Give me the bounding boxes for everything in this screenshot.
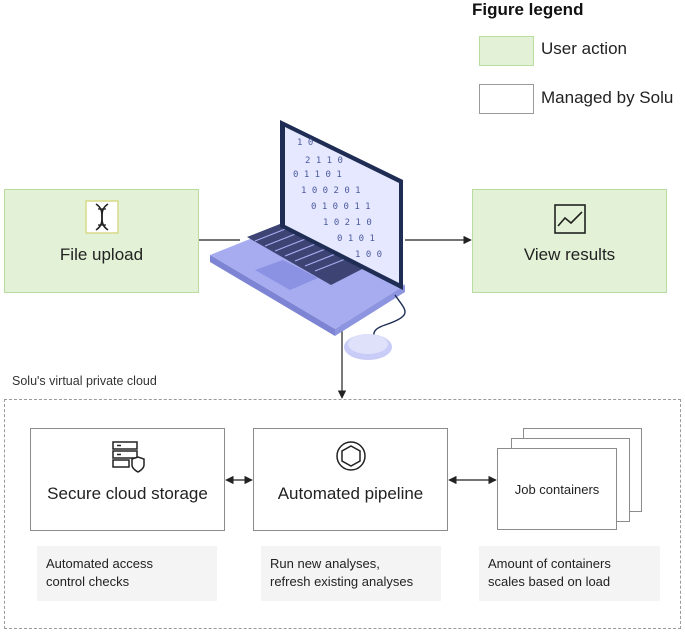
svg-text:1 0 0 2 0 1: 1 0 0 2 0 1 <box>301 186 361 196</box>
pipeline-box: Automated pipeline <box>253 428 448 531</box>
pipeline-icon <box>336 441 366 471</box>
svg-text:0 1 0 1: 0 1 0 1 <box>337 234 375 244</box>
storage-note-line-2: control checks <box>46 574 130 589</box>
storage-label: Secure cloud storage <box>47 483 208 503</box>
laptop-icon: 1 0 2 1 1 0 0 1 1 0 1 1 0 0 2 0 1 0 1 0 … <box>210 120 406 360</box>
view-results-label: View results <box>523 245 616 264</box>
legend-label-user-action: User action <box>541 39 627 58</box>
containers-box: Job containers <box>497 448 617 530</box>
server-shield-icon <box>112 441 145 473</box>
svg-text:0 1 1 0 1: 0 1 1 0 1 <box>293 170 342 180</box>
pipeline-label: Automated pipeline <box>277 483 424 503</box>
containers-note-line-2: scales based on load <box>488 574 611 589</box>
vpc-label: Solu's virtual private cloud <box>12 374 157 388</box>
legend-title: Figure legend <box>472 0 584 19</box>
vpc-boundary <box>4 399 681 629</box>
file-upload-label: File upload <box>59 245 144 264</box>
containers-label: Job containers <box>514 481 600 497</box>
svg-text:0 1 0 0 1 1: 0 1 0 0 1 1 <box>311 202 371 212</box>
legend-swatch-user-action <box>479 36 534 66</box>
view-results-box: View results <box>472 189 667 293</box>
storage-note-line-1: Automated access <box>46 556 153 571</box>
dna-icon <box>85 200 119 234</box>
storage-note: Automated access control checks <box>37 546 217 601</box>
containers-note: Amount of containers scales based on loa… <box>479 546 660 601</box>
containers-note-line-1: Amount of containers <box>488 556 611 571</box>
svg-text:1 0 2 1 0: 1 0 2 1 0 <box>323 218 372 228</box>
svg-text:1 0: 1 0 <box>297 138 313 148</box>
svg-text:2 1 1 0: 2 1 1 0 <box>305 156 343 166</box>
pipeline-note: Run new analyses, refresh existing analy… <box>261 546 441 601</box>
legend-swatch-managed <box>479 84 534 114</box>
pipeline-note-line-2: refresh existing analyses <box>270 574 414 589</box>
file-upload-box: File upload <box>4 189 199 293</box>
pipeline-note-line-1: Run new analyses, <box>270 556 380 571</box>
svg-text:1 0 0: 1 0 0 <box>355 250 382 260</box>
legend-label-managed: Managed by Solu <box>541 88 674 107</box>
chart-icon <box>554 204 586 234</box>
storage-box: Secure cloud storage <box>30 428 225 531</box>
